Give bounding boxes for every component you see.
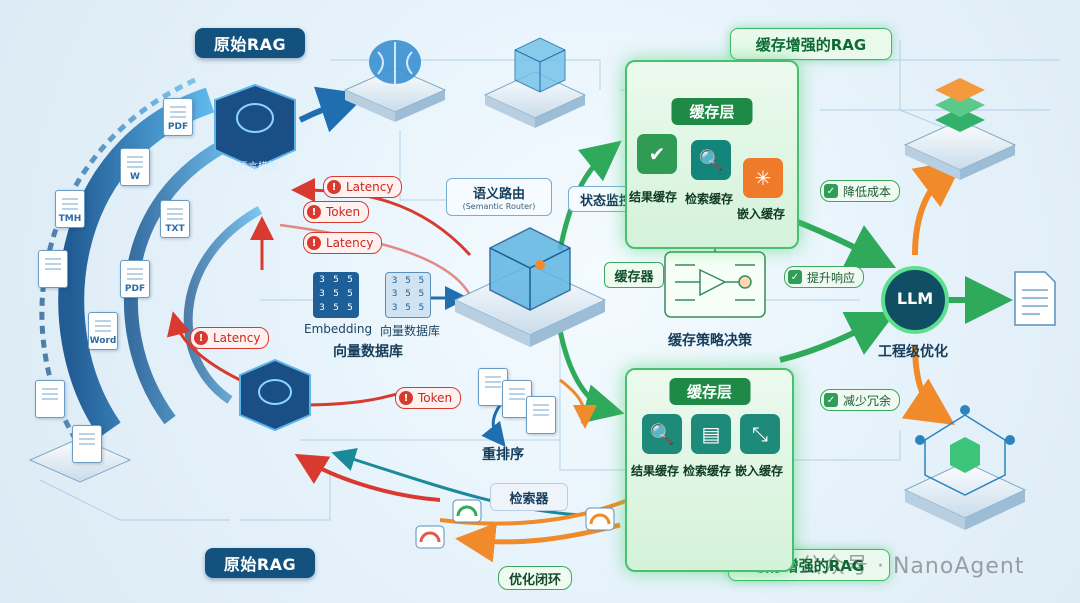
document-icon [38,250,68,288]
cache-layer-title: 缓存层 [671,98,753,125]
document-icon: W [120,148,150,186]
document-icon: Word [88,312,118,350]
document-icon: PDF [163,98,193,136]
vector-db-label: 向量数据库 [380,324,441,338]
watermark: 公众号 · NanoAgent [800,554,1025,579]
platform-network-right [903,405,1027,530]
embed-cache-icon: ⤡ [740,414,780,454]
document-icon: TMH [55,190,85,228]
document-icon [478,368,508,406]
embedding-grid: 3 5 5 3 5 5 3 5 5 [313,272,359,318]
retriever-label: 检索器 [490,483,568,511]
title-cache-rag-top: 缓存增强的RAG [730,28,892,60]
rerank-label: 重排序 [482,447,524,463]
embedding-label: Embedding [304,322,373,336]
vector-db-caption: 向量数据库 [333,344,403,360]
embed-cache-label: 嵌入缓存 [735,464,784,478]
cacher-label: 缓存器 [604,262,664,288]
search-cache-label: 检索缓存 [683,464,732,478]
vector-db-grid: 3 5 5 3 5 5 3 5 5 [385,272,431,318]
warning-icon: ! [194,331,208,345]
llm-chip-top [214,83,296,170]
output-document [1014,271,1056,326]
warning-latency: !Latency [323,176,403,198]
warning-icon: ! [399,391,413,405]
engineering-label: 工程级优化 [878,344,948,360]
result-cache-icon: 🔍 [642,414,682,454]
embed-cache-label: 嵌入缓存 [737,207,786,221]
document-icon: PDF [120,260,150,298]
platform-stack-right [903,78,1017,180]
gauges [415,499,615,549]
check-icon: ✓ [824,393,838,407]
check-icon: ✓ [788,270,802,284]
warning-icon: ! [327,180,341,194]
strategy-label: 缓存策略决策 [668,333,752,349]
document-icon: TXT [160,200,190,238]
router-platform [453,227,607,347]
document-icon [526,396,556,434]
benefit-reduce-redundancy: ✓减少冗余 [820,389,901,411]
search-cache-icon: 🔍 [691,140,731,180]
warning-token: !Token [395,387,462,409]
warning-latency: !Latency [303,232,383,254]
strategy-circuit [664,251,766,318]
result-cache-label: 结果缓存 [629,190,678,204]
warning-icon: ! [307,236,321,250]
cache-layer-bottom: 缓存层 🔍 ▤ ⤡ 结果缓存 检索缓存 嵌入缓存 [625,368,794,572]
check-icon: ✓ [824,184,838,198]
warning-token: !Token [303,201,370,223]
semantic-router-label: 语义路由 (Semantic Router) [446,178,552,216]
search-cache-label: 检索缓存 [685,192,734,206]
cache-layer-title: 缓存层 [668,378,751,405]
document-icon [72,425,102,463]
platform-cube-top [483,37,587,128]
benefit-improve-response: ✓提升响应 [784,266,865,288]
result-cache-label: 结果缓存 [631,464,680,478]
document-icon [35,380,65,418]
title-original-rag-bottom: 原始RAG [205,548,315,578]
llm-node-label: LLM [896,289,934,308]
cache-layer-top: 缓存层 ✔ 🔍 ✳ 结果缓存 检索缓存 嵌入缓存 [625,60,799,249]
warning-latency: !Latency [190,327,270,349]
embed-cache-icon: ✳ [743,158,783,198]
benefit-reduce-cost: ✓降低成本 [820,180,901,202]
optimize-loop-label: 优化闭环 [498,566,573,590]
flow-arrows [167,86,1013,563]
search-cache-icon: ▤ [691,414,731,454]
llm-circle [881,266,949,334]
llm-chip-label: 大语言模型 [228,162,278,173]
result-cache-icon: ✔ [637,134,677,174]
rerank-doc-stack [478,368,556,438]
title-original-rag-top: 原始RAG [195,28,305,58]
platform-brain-top [343,40,447,122]
llm-chip-bottom [239,358,311,432]
warning-icon: ! [307,205,321,219]
